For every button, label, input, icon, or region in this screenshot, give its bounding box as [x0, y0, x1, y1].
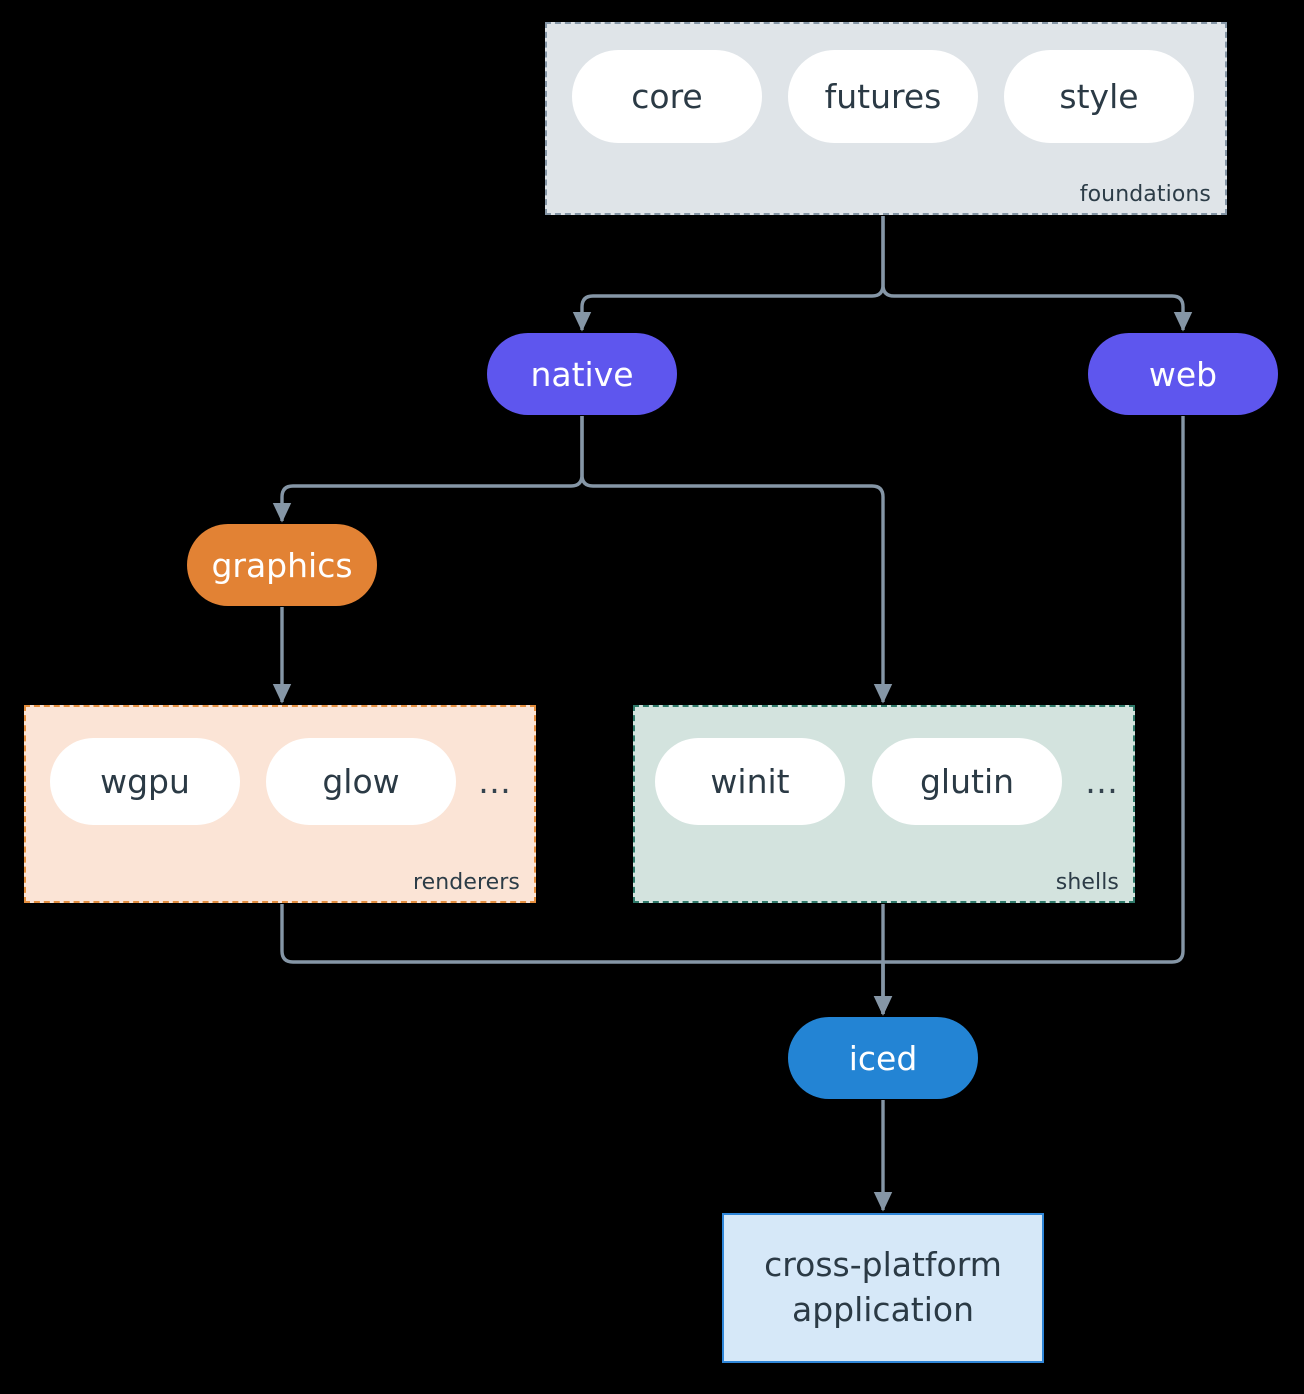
- node-native-label: native: [530, 354, 634, 394]
- group-label-shells: shells: [1055, 870, 1119, 895]
- shells-overflow-ellipsis: …: [1085, 762, 1118, 801]
- node-core[interactable]: core: [572, 50, 762, 143]
- edge-foundations-native: [572, 216, 885, 332]
- node-native[interactable]: native: [487, 333, 677, 415]
- edge-native-shells: [580, 416, 893, 704]
- node-graphics[interactable]: graphics: [187, 524, 377, 606]
- node-wgpu[interactable]: wgpu: [50, 738, 240, 825]
- node-iced[interactable]: iced: [788, 1017, 978, 1099]
- group-label-renderers: renderers: [412, 870, 520, 895]
- node-winit[interactable]: winit: [655, 738, 845, 825]
- group-label-foundations: foundations: [1079, 182, 1211, 207]
- node-web[interactable]: web: [1088, 333, 1278, 415]
- application-label-line2: application: [791, 1290, 975, 1329]
- application-label-line1: cross-platform: [764, 1245, 1002, 1285]
- node-glow-label: glow: [322, 762, 400, 801]
- edge-native-graphics: [272, 416, 584, 523]
- node-style[interactable]: style: [1004, 50, 1194, 143]
- node-cross-platform-application[interactable]: cross-platform application: [722, 1213, 1044, 1363]
- node-glutin-label: glutin: [919, 762, 1015, 801]
- application-label-block: cross-platform application: [764, 1243, 1002, 1332]
- edge-renderers-iced: [280, 904, 893, 1016]
- node-wgpu-label: wgpu: [100, 762, 190, 801]
- edge-foundations-web: [881, 216, 1193, 332]
- node-graphics-label: graphics: [211, 545, 353, 585]
- node-core-label: core: [631, 77, 703, 116]
- node-winit-label: winit: [710, 762, 790, 801]
- node-iced-label: iced: [848, 1038, 918, 1078]
- node-web-label: web: [1148, 354, 1218, 394]
- node-futures[interactable]: futures: [788, 50, 978, 143]
- node-futures-label: futures: [824, 77, 942, 116]
- node-glow[interactable]: glow: [266, 738, 456, 825]
- renderers-overflow-ellipsis: …: [478, 762, 511, 801]
- node-glutin[interactable]: glutin: [872, 738, 1062, 825]
- node-style-label: style: [1059, 77, 1139, 116]
